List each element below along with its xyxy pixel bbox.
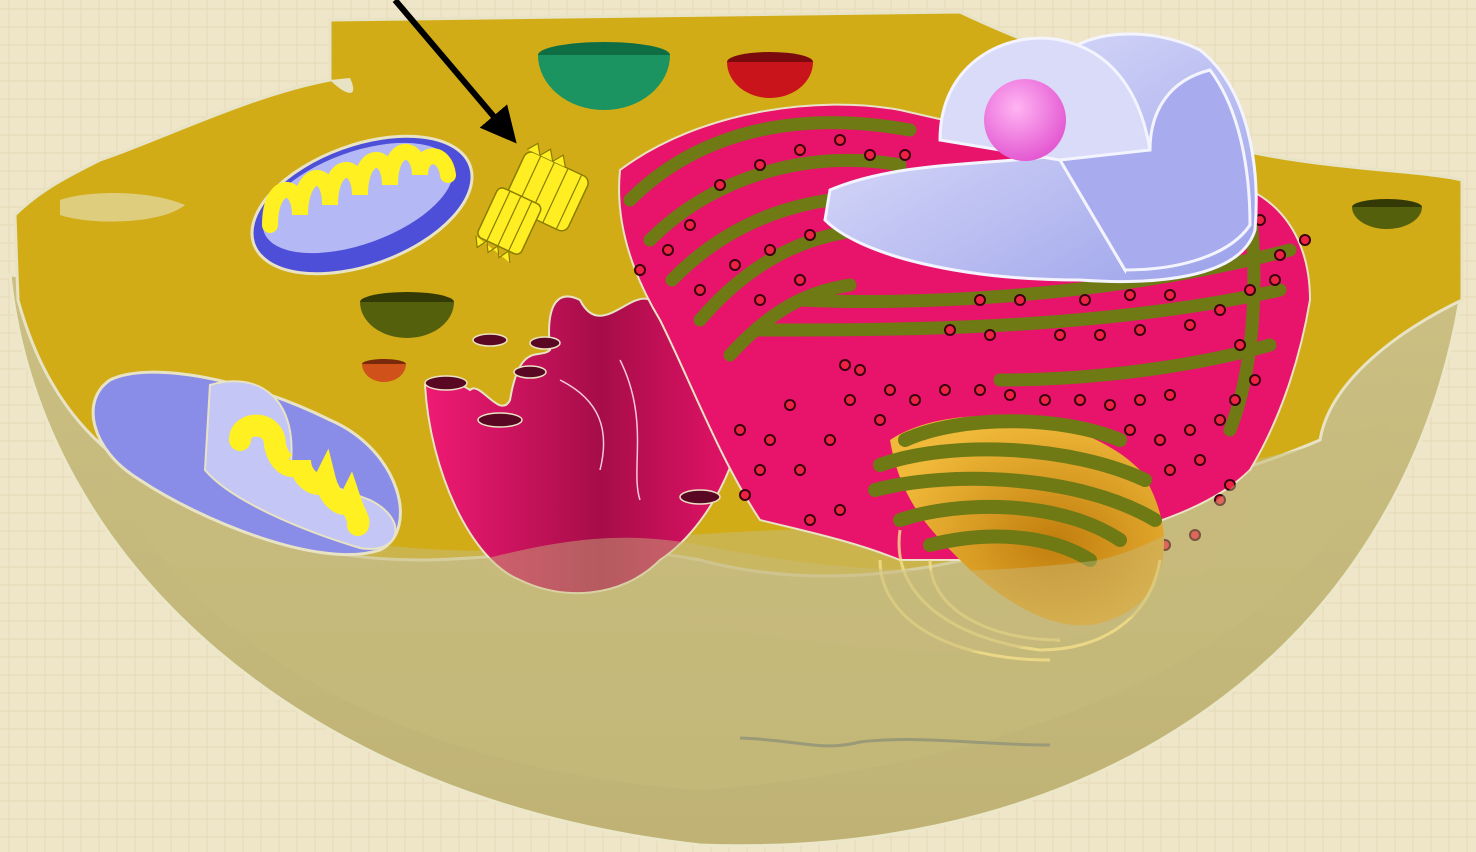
nucleolus xyxy=(984,79,1066,161)
